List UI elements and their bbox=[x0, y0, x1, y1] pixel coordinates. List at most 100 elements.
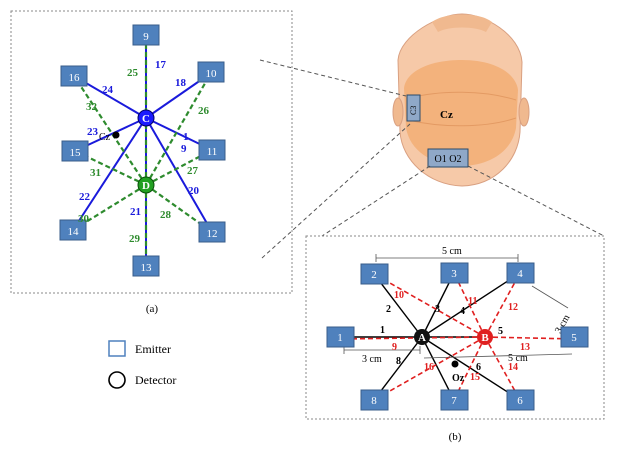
zoom-connectors bbox=[259, 59, 605, 259]
svg-text:4: 4 bbox=[517, 268, 523, 280]
channel-label: 9 bbox=[181, 143, 187, 155]
emitter-box: 3 bbox=[440, 262, 469, 284]
svg-text:C: C bbox=[142, 113, 150, 125]
channel-label: 3 bbox=[435, 304, 440, 315]
panel-b-emitters: 1 2 3 4 5 6 7 8 bbox=[326, 262, 589, 411]
oz-label: Oz bbox=[452, 373, 465, 384]
channel-label: 1 bbox=[183, 131, 189, 143]
svg-text:13: 13 bbox=[141, 262, 153, 274]
dimension-label: 5 cm bbox=[508, 353, 528, 364]
emitter-box: 2 bbox=[360, 263, 389, 285]
svg-text:7: 7 bbox=[451, 395, 457, 407]
channel-label: 31 bbox=[90, 167, 101, 179]
svg-text:6: 6 bbox=[517, 395, 523, 407]
emitter-box: 16 bbox=[60, 65, 88, 87]
channel-label: 15 bbox=[470, 372, 480, 383]
source-c: C bbox=[137, 109, 155, 127]
dimension-label: 5 cm bbox=[442, 246, 462, 257]
channel-label: 29 bbox=[129, 233, 141, 245]
legend-detector-swatch bbox=[108, 371, 126, 389]
panel-b-black-channel-labels: 1 2 3 4 5 6 8 bbox=[380, 304, 503, 373]
panel-a-blue-lines bbox=[72, 38, 213, 266]
channel-label: 1 bbox=[380, 325, 385, 336]
panel-b-black-lines bbox=[340, 272, 521, 401]
head-cz-label: Cz bbox=[440, 109, 453, 121]
channel-label: 25 bbox=[127, 67, 139, 79]
svg-text:3: 3 bbox=[451, 268, 457, 280]
channel-label: 12 bbox=[508, 302, 518, 313]
svg-text:10: 10 bbox=[206, 68, 218, 80]
legend-emitter-swatch bbox=[108, 340, 126, 357]
svg-text:12: 12 bbox=[207, 228, 218, 240]
channel-label: 13 bbox=[520, 342, 530, 353]
channel-label: 22 bbox=[79, 191, 91, 203]
svg-text:A: A bbox=[418, 332, 426, 344]
channel-label: 14 bbox=[508, 362, 518, 373]
channel-label: 21 bbox=[130, 206, 141, 218]
svg-text:9: 9 bbox=[143, 31, 149, 43]
svg-text:2: 2 bbox=[371, 269, 377, 281]
legend-detector-label: Detector bbox=[135, 373, 176, 387]
svg-text:15: 15 bbox=[70, 147, 82, 159]
svg-text:B: B bbox=[481, 332, 489, 344]
channel-label: 8 bbox=[396, 356, 401, 367]
svg-text:16: 16 bbox=[69, 72, 81, 84]
emitter-box: 12 bbox=[198, 221, 226, 243]
panel-a-emitters: 9 10 11 12 13 14 15 16 bbox=[59, 24, 226, 277]
svg-text:5: 5 bbox=[571, 332, 577, 344]
emitter-box: 13 bbox=[132, 255, 160, 277]
panel-a-caption: (a) bbox=[146, 303, 159, 315]
c3-electrode-marker: C3 bbox=[406, 94, 421, 122]
emitter-box: 10 bbox=[197, 61, 225, 83]
channel-label: 11 bbox=[468, 296, 477, 307]
legend-emitter-label: Emitter bbox=[135, 342, 171, 356]
svg-text:C3: C3 bbox=[409, 106, 418, 115]
legend: Emitter Detector bbox=[108, 340, 176, 389]
channel-label: 27 bbox=[187, 165, 199, 177]
channel-label: 9 bbox=[392, 342, 397, 353]
panel-a-blue-channel-labels: 17 18 1 9 20 21 22 23 24 bbox=[79, 59, 200, 218]
panel-b-dimension-lines bbox=[343, 254, 573, 359]
panel-a-frame bbox=[10, 10, 293, 294]
panel-a-green-channel-labels: 25 26 27 28 29 30 31 32 bbox=[78, 67, 210, 245]
svg-text:1: 1 bbox=[337, 332, 343, 344]
emitter-box: 8 bbox=[360, 389, 389, 411]
svg-text:O1 O2: O1 O2 bbox=[435, 154, 462, 165]
svg-text:11: 11 bbox=[207, 146, 218, 158]
svg-text:D: D bbox=[142, 180, 150, 192]
cz-detector-dot bbox=[112, 131, 120, 139]
emitter-box: 7 bbox=[440, 389, 469, 411]
panel-a-green-lines bbox=[72, 38, 213, 266]
channel-label: 6 bbox=[476, 362, 481, 373]
emitter-box: 5 bbox=[560, 326, 589, 348]
emitter-box: 6 bbox=[506, 389, 535, 411]
emitter-box: 11 bbox=[198, 139, 226, 161]
channel-label: 16 bbox=[424, 362, 434, 373]
source-b: B bbox=[477, 329, 493, 345]
oz-detector-dot bbox=[451, 360, 459, 368]
channel-label: 24 bbox=[102, 84, 114, 96]
channel-label: 18 bbox=[175, 77, 187, 89]
dimension-label: 3 cm bbox=[362, 354, 382, 365]
emitter-box: 15 bbox=[61, 140, 89, 162]
cz-label: Cz bbox=[99, 132, 111, 143]
channel-label: 20 bbox=[188, 185, 200, 197]
emitter-box: 4 bbox=[506, 262, 535, 284]
panel-b-red-channel-labels: 9 10 11 12 13 14 15 16 bbox=[392, 290, 530, 383]
svg-text:14: 14 bbox=[68, 226, 80, 238]
svg-text:8: 8 bbox=[371, 395, 377, 407]
channel-label: 10 bbox=[394, 290, 404, 301]
channel-label: 32 bbox=[86, 101, 98, 113]
channel-label: 26 bbox=[198, 105, 210, 117]
emitter-box: 1 bbox=[326, 326, 355, 348]
source-d: D bbox=[137, 176, 155, 194]
source-a: A bbox=[414, 329, 430, 345]
channel-label: 17 bbox=[155, 59, 167, 71]
head-illustration bbox=[392, 13, 530, 187]
channel-label: 30 bbox=[78, 213, 90, 225]
channel-label: 5 bbox=[498, 326, 503, 337]
channel-label: 28 bbox=[160, 209, 172, 221]
channel-label: 23 bbox=[87, 126, 99, 138]
channel-label: 4 bbox=[460, 306, 465, 317]
